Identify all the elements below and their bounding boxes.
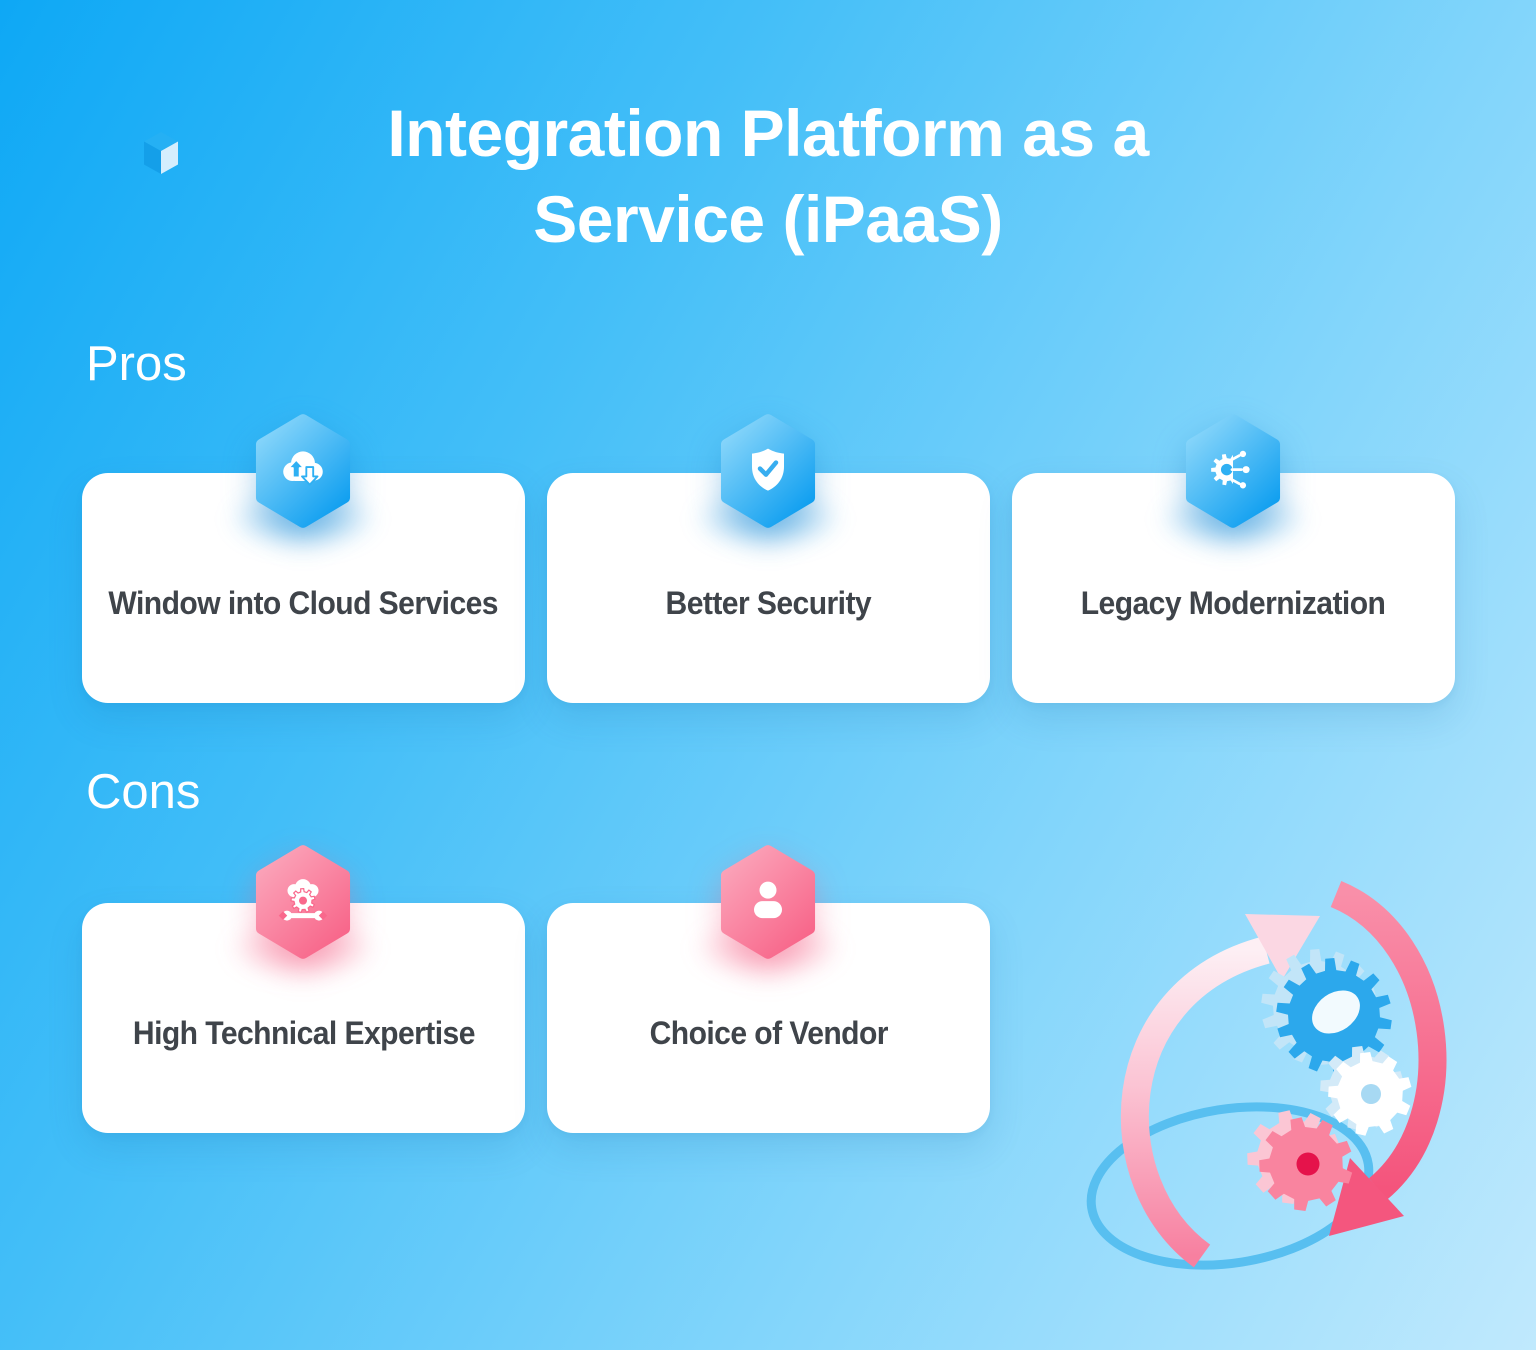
hexagon-badge (719, 845, 817, 959)
page-title: Integration Platform as a Service (iPaaS… (0, 90, 1536, 262)
gear-network-icon (1207, 447, 1259, 493)
gears-sync-illustration (1082, 854, 1486, 1288)
card-label: Legacy Modernization (1081, 584, 1386, 621)
hexagon-badge (719, 414, 817, 528)
arrow-up (1245, 914, 1320, 980)
page-title-line1: Integration Platform as a (387, 96, 1149, 170)
hexagon-badge (254, 414, 352, 528)
card-label: Better Security (665, 584, 872, 621)
section-label-pros: Pros (86, 337, 187, 391)
user-icon (742, 878, 794, 924)
shield-check-icon (742, 447, 794, 493)
page-title-line2: Service (iPaaS) (533, 182, 1003, 256)
card-label: Window into Cloud Services (108, 584, 499, 621)
section-label-cons: Cons (86, 765, 201, 819)
card-label: Choice of Vendor (649, 1014, 888, 1051)
card-label: High Technical Expertise (132, 1014, 476, 1051)
hexagon-badge (254, 845, 352, 959)
orbit-ring (1086, 1102, 1374, 1270)
cloud-gear-wrench-icon (277, 878, 329, 924)
cloud-upload-download-icon (277, 447, 329, 493)
cube-icon (142, 130, 180, 176)
hexagon-badge (1184, 414, 1282, 528)
